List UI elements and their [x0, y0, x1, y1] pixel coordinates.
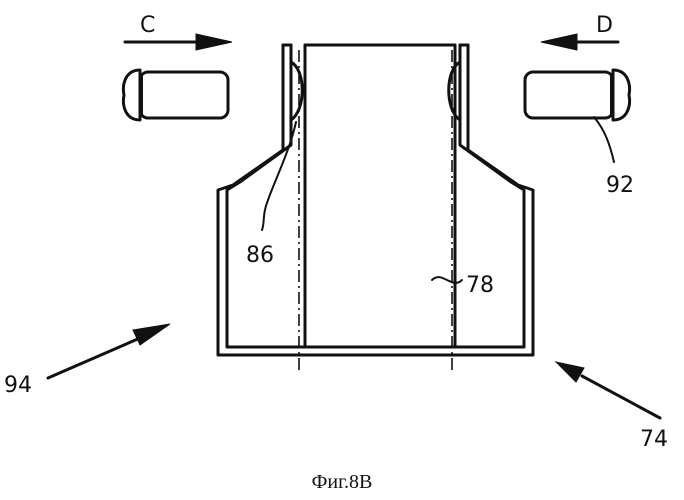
central-tube-78: [305, 45, 455, 347]
housing: [218, 45, 533, 355]
label-78: 78: [466, 273, 494, 298]
label-74: 74: [640, 427, 668, 452]
left-pin: [123, 70, 228, 120]
leader-86: [262, 122, 296, 230]
label-86: 86: [246, 243, 274, 268]
label-d: D: [596, 13, 613, 38]
detent-bumps-86: [291, 62, 460, 120]
arrow-74: [556, 362, 660, 418]
leader-92: [594, 117, 614, 162]
figure-caption: Фиг.8B: [312, 471, 373, 493]
leader-78: [432, 277, 462, 283]
label-92: 92: [606, 173, 634, 198]
label-c: C: [140, 13, 155, 38]
arrow-94: [48, 324, 170, 378]
right-pin-92: [525, 70, 630, 120]
axis-lines: [299, 50, 452, 372]
label-94: 94: [4, 373, 32, 398]
